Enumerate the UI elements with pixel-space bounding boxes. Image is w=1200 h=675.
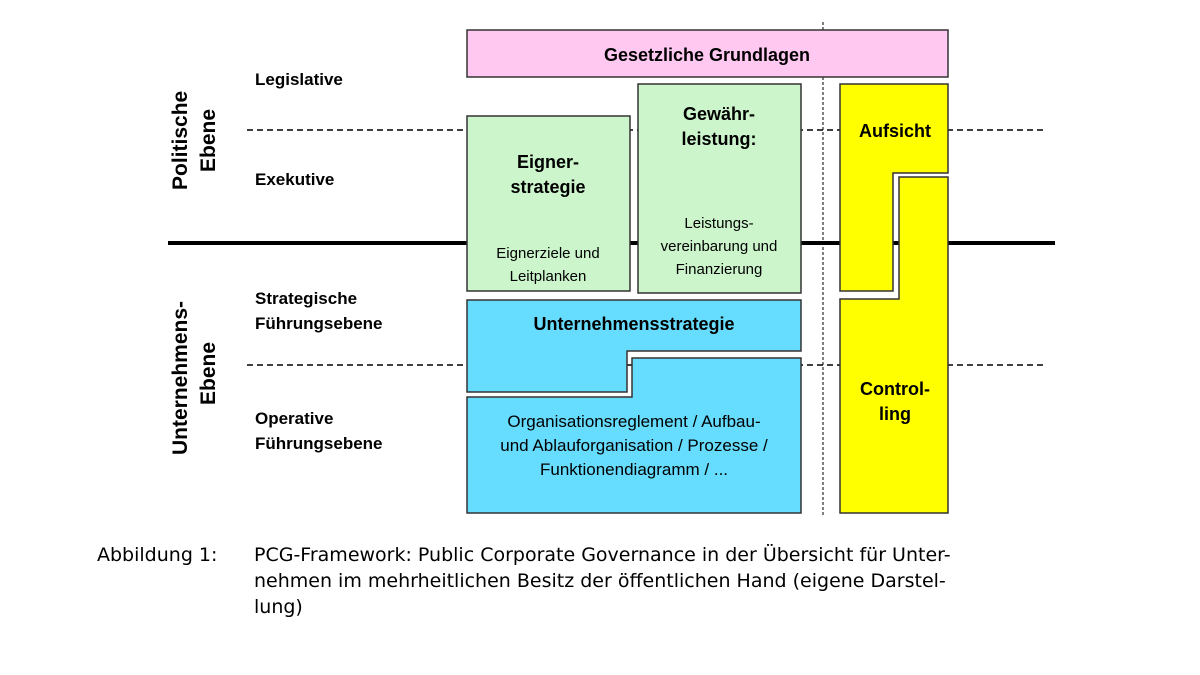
box-gewaehrleistung <box>637 83 802 294</box>
caption-line: nehmen im mehrheitlichen Besitz der öffe… <box>254 570 946 592</box>
box-eignerstrategie <box>466 115 631 292</box>
side-label-unternehmen: Unternehmens-Ebene <box>169 301 220 455</box>
caption-line: lung) <box>254 596 303 618</box>
box-unternehmensstrategie <box>466 299 802 393</box>
gesetz-label: Gesetzliche Grundlagen <box>604 45 810 65</box>
box-aufsicht <box>839 83 949 292</box>
caption-line: PCG-Framework: Public Corporate Governan… <box>254 544 951 566</box>
level-exekutive: Exekutive <box>255 170 334 189</box>
box-organisation <box>466 357 802 514</box>
caption-label: Abbildung 1: <box>97 544 218 566</box>
level-legislative: Legislative <box>255 70 343 89</box>
aufsicht-label: Aufsicht <box>859 121 931 141</box>
controlling-label: Control-ling <box>860 379 930 424</box>
box-gesetzliche-grundlagen <box>466 29 949 78</box>
gewaehr-title: Gewähr-leistung: <box>682 104 757 149</box>
ustrategie-label: Unternehmensstrategie <box>533 314 734 334</box>
organisation-label: Organisationsreglement / Aufbau-und Abla… <box>500 412 768 479</box>
eigner-title: Eigner-strategie <box>510 152 585 197</box>
caption-text: PCG-Framework: Public Corporate Governan… <box>254 542 951 620</box>
box-controlling <box>839 176 949 514</box>
